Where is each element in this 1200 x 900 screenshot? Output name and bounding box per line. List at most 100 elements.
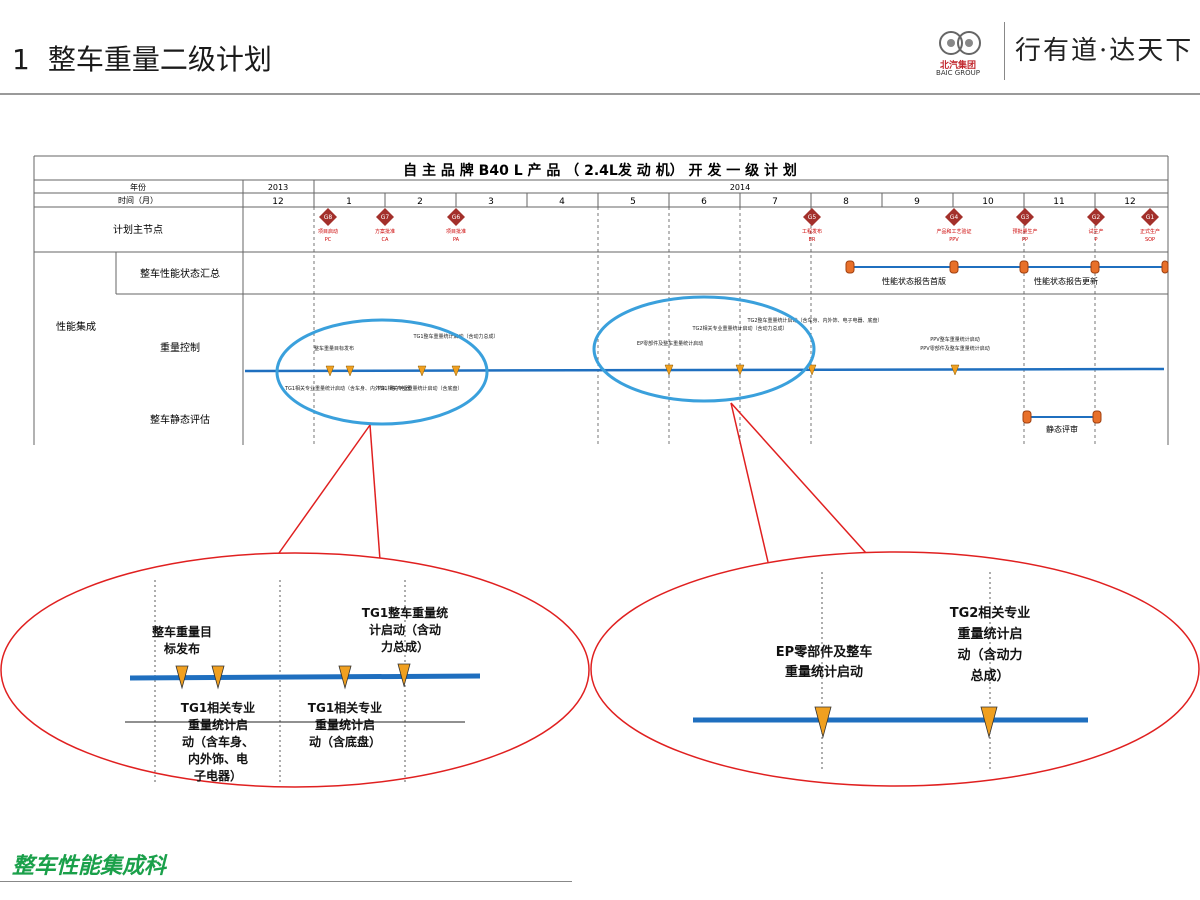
footer-rule [0,881,572,882]
row-label-status: 整车性能状态汇总 [140,267,220,280]
month-label: 5 [630,197,636,207]
gate-code: G3 [1021,214,1030,221]
month-label: 2 [417,197,423,207]
zr-ep-1: EP零部件及整车 [776,644,872,660]
gate-bottom: PC [325,237,332,243]
table-title: 自 主 品 牌 B40 L 产 品 （ 2.4L发 动 机） 开 发 一 级 计… [403,162,797,179]
header-rule [0,93,1200,95]
gate-bottom: P [1094,237,1097,243]
zl-total-1: TG1整车重量统 [362,605,448,620]
static-label: 静态评审 [1046,424,1078,434]
gate-top: 工程发布 [802,228,822,235]
footer-department: 整车性能集成科 [12,854,167,879]
gate-g7: G7 方案批准 CA [375,208,395,243]
month-label: 3 [488,197,494,207]
gate-bottom: CA [382,237,389,243]
gate-top: 试生产 [1088,228,1103,235]
title-text: 整车重量二级计划 [47,43,272,76]
gate-bottom: PPV [949,237,959,243]
year-2013: 2013 [268,183,288,192]
zr-tg2-4: 总成） [970,668,1009,684]
row-label-integration: 性能集成 [56,320,96,333]
gate-g6: G6 项目批准 PA [446,208,466,243]
gate-top: 项目启动 [318,228,338,235]
gate-bottom: PA [453,237,460,243]
plan-table [33,155,1169,445]
note-ppv-total: PPV整车重量统计启动 [930,336,979,343]
status-label-first: 性能状态报告首版 [882,276,946,286]
time-label: 时间（月） [118,195,158,205]
year-2014: 2014 [730,183,750,192]
callout-connectors [278,402,867,563]
note-tg1-body: TG1相关专业重量统计启动（含车身、内外饰、电子电器） [284,385,415,392]
gate-g4: G4 产品和工艺验证 PPV [936,208,972,243]
month-label: 10 [982,197,994,207]
zl-chassis-1: TG1相关专业 [308,700,382,715]
baic-logo-icon [939,31,981,55]
gate-top: 方案批准 [375,228,395,235]
slogan: 行有道·达天下 [1015,36,1194,66]
gate-code: G5 [808,214,817,221]
row-label-static: 整车静态评估 [150,413,210,426]
gate-code: G7 [381,214,390,221]
highlight-right [592,295,816,403]
gate-bottom: ER [809,237,816,243]
zl-body-2: 重量统计启 [188,717,248,732]
zr-ep-2: 重量统计启动 [785,664,863,680]
page-title: 1 整车重量二级计划 [12,38,272,78]
zl-body-4: 内外饰、电 [188,751,248,766]
gate-code: G1 [1146,214,1155,221]
month-label: 11 [1053,197,1064,207]
zr-tg2-3: 动（含动力 [957,647,1022,663]
month-label: 9 [914,197,920,207]
zl-chassis-3: 动（含底盘） [309,734,381,749]
gate-markers: G8 项目启动 PC G7 方案批准 CA G6 项目批准 PA G5 工程发布… [318,208,1160,243]
gate-top: 项目批准 [446,228,466,235]
zl-target-1: 整车重量目 [151,624,212,639]
gate-bottom: PP [1022,237,1028,243]
note-tg1-chassis: TG1相关专业重量统计启动（含底盘） [376,385,462,392]
zl-total-2: 计启动（含动 [369,622,441,637]
zr-tg2-2: 重量统计启 [957,626,1022,642]
note-tg2-total: TG2整车重量统计启动（含车身、内外饰、电子电器、底盘） [746,317,882,324]
gate-g5: G5 工程发布 ER [802,208,822,243]
month-label: 1 [346,197,352,207]
status-label-update: 性能状态报告更新 [1034,276,1098,286]
zoom-right: EP零部件及整车 重量统计启动 TG2相关专业 重量统计启 动（含动力 总成） [590,551,1200,787]
gate-top: 正式生产 [1140,228,1160,235]
gate-code: G6 [452,214,461,221]
note-ppv-parts: PPV零部件及整车重量统计启动 [920,345,989,352]
zl-chassis-2: 重量统计启 [315,717,375,732]
zl-body-1: TG1相关专业 [181,700,255,715]
logo-divider [1004,22,1005,80]
zoom-left: 整车重量目 标发布 TG1整车重量统 计启动（含动 力总成） TG1相关专业 重… [0,552,590,788]
month-label: 4 [559,197,565,207]
gate-g1: G1 正式生产 SOP [1140,208,1160,243]
highlight-left [275,318,489,426]
gate-code: G2 [1092,214,1101,221]
note-tg2-pt: TG2相关专业重量统计启动（含动力总成） [691,325,787,332]
title-number: 1 [12,43,30,76]
month-label: 12 [272,197,283,207]
gate-g2: G2 试生产 P [1087,208,1105,243]
note-ep: EP零部件及整车重量统计启动 [637,340,703,347]
gate-bottom: SOP [1145,237,1155,243]
month-label: 12 [1124,197,1135,207]
gate-top: 预批量生产 [1012,228,1037,235]
zl-total-3: 力总成） [381,639,429,654]
gate-code: G4 [950,214,959,221]
zl-target-2: 标发布 [163,641,200,656]
weight-timeline: 整车重量目标发布 TG1整车重量统计启动（含动力总成） TG1相关专业重量统计启… [244,317,1165,392]
month-labels: 12 1 2 3 4 5 6 7 8 9 10 11 12 [272,197,1135,207]
zr-tg2-1: TG2相关专业 [950,605,1031,621]
logo-text: 北汽集团 [939,61,976,71]
zl-body-5: 子电器） [194,768,242,783]
row-label-plan: 计划主节点 [113,223,163,236]
row-label-weight: 重量控制 [160,341,200,354]
gate-dash-lines [313,207,1096,445]
logo-subtext: BAIC GROUP [936,69,980,77]
gate-g8: G8 项目启动 PC [318,208,338,243]
month-label: 6 [701,197,707,207]
status-timeline: 性能状态报告首版 性能状态报告更新 [845,260,1169,286]
gate-top: 产品和工艺验证 [936,228,971,235]
